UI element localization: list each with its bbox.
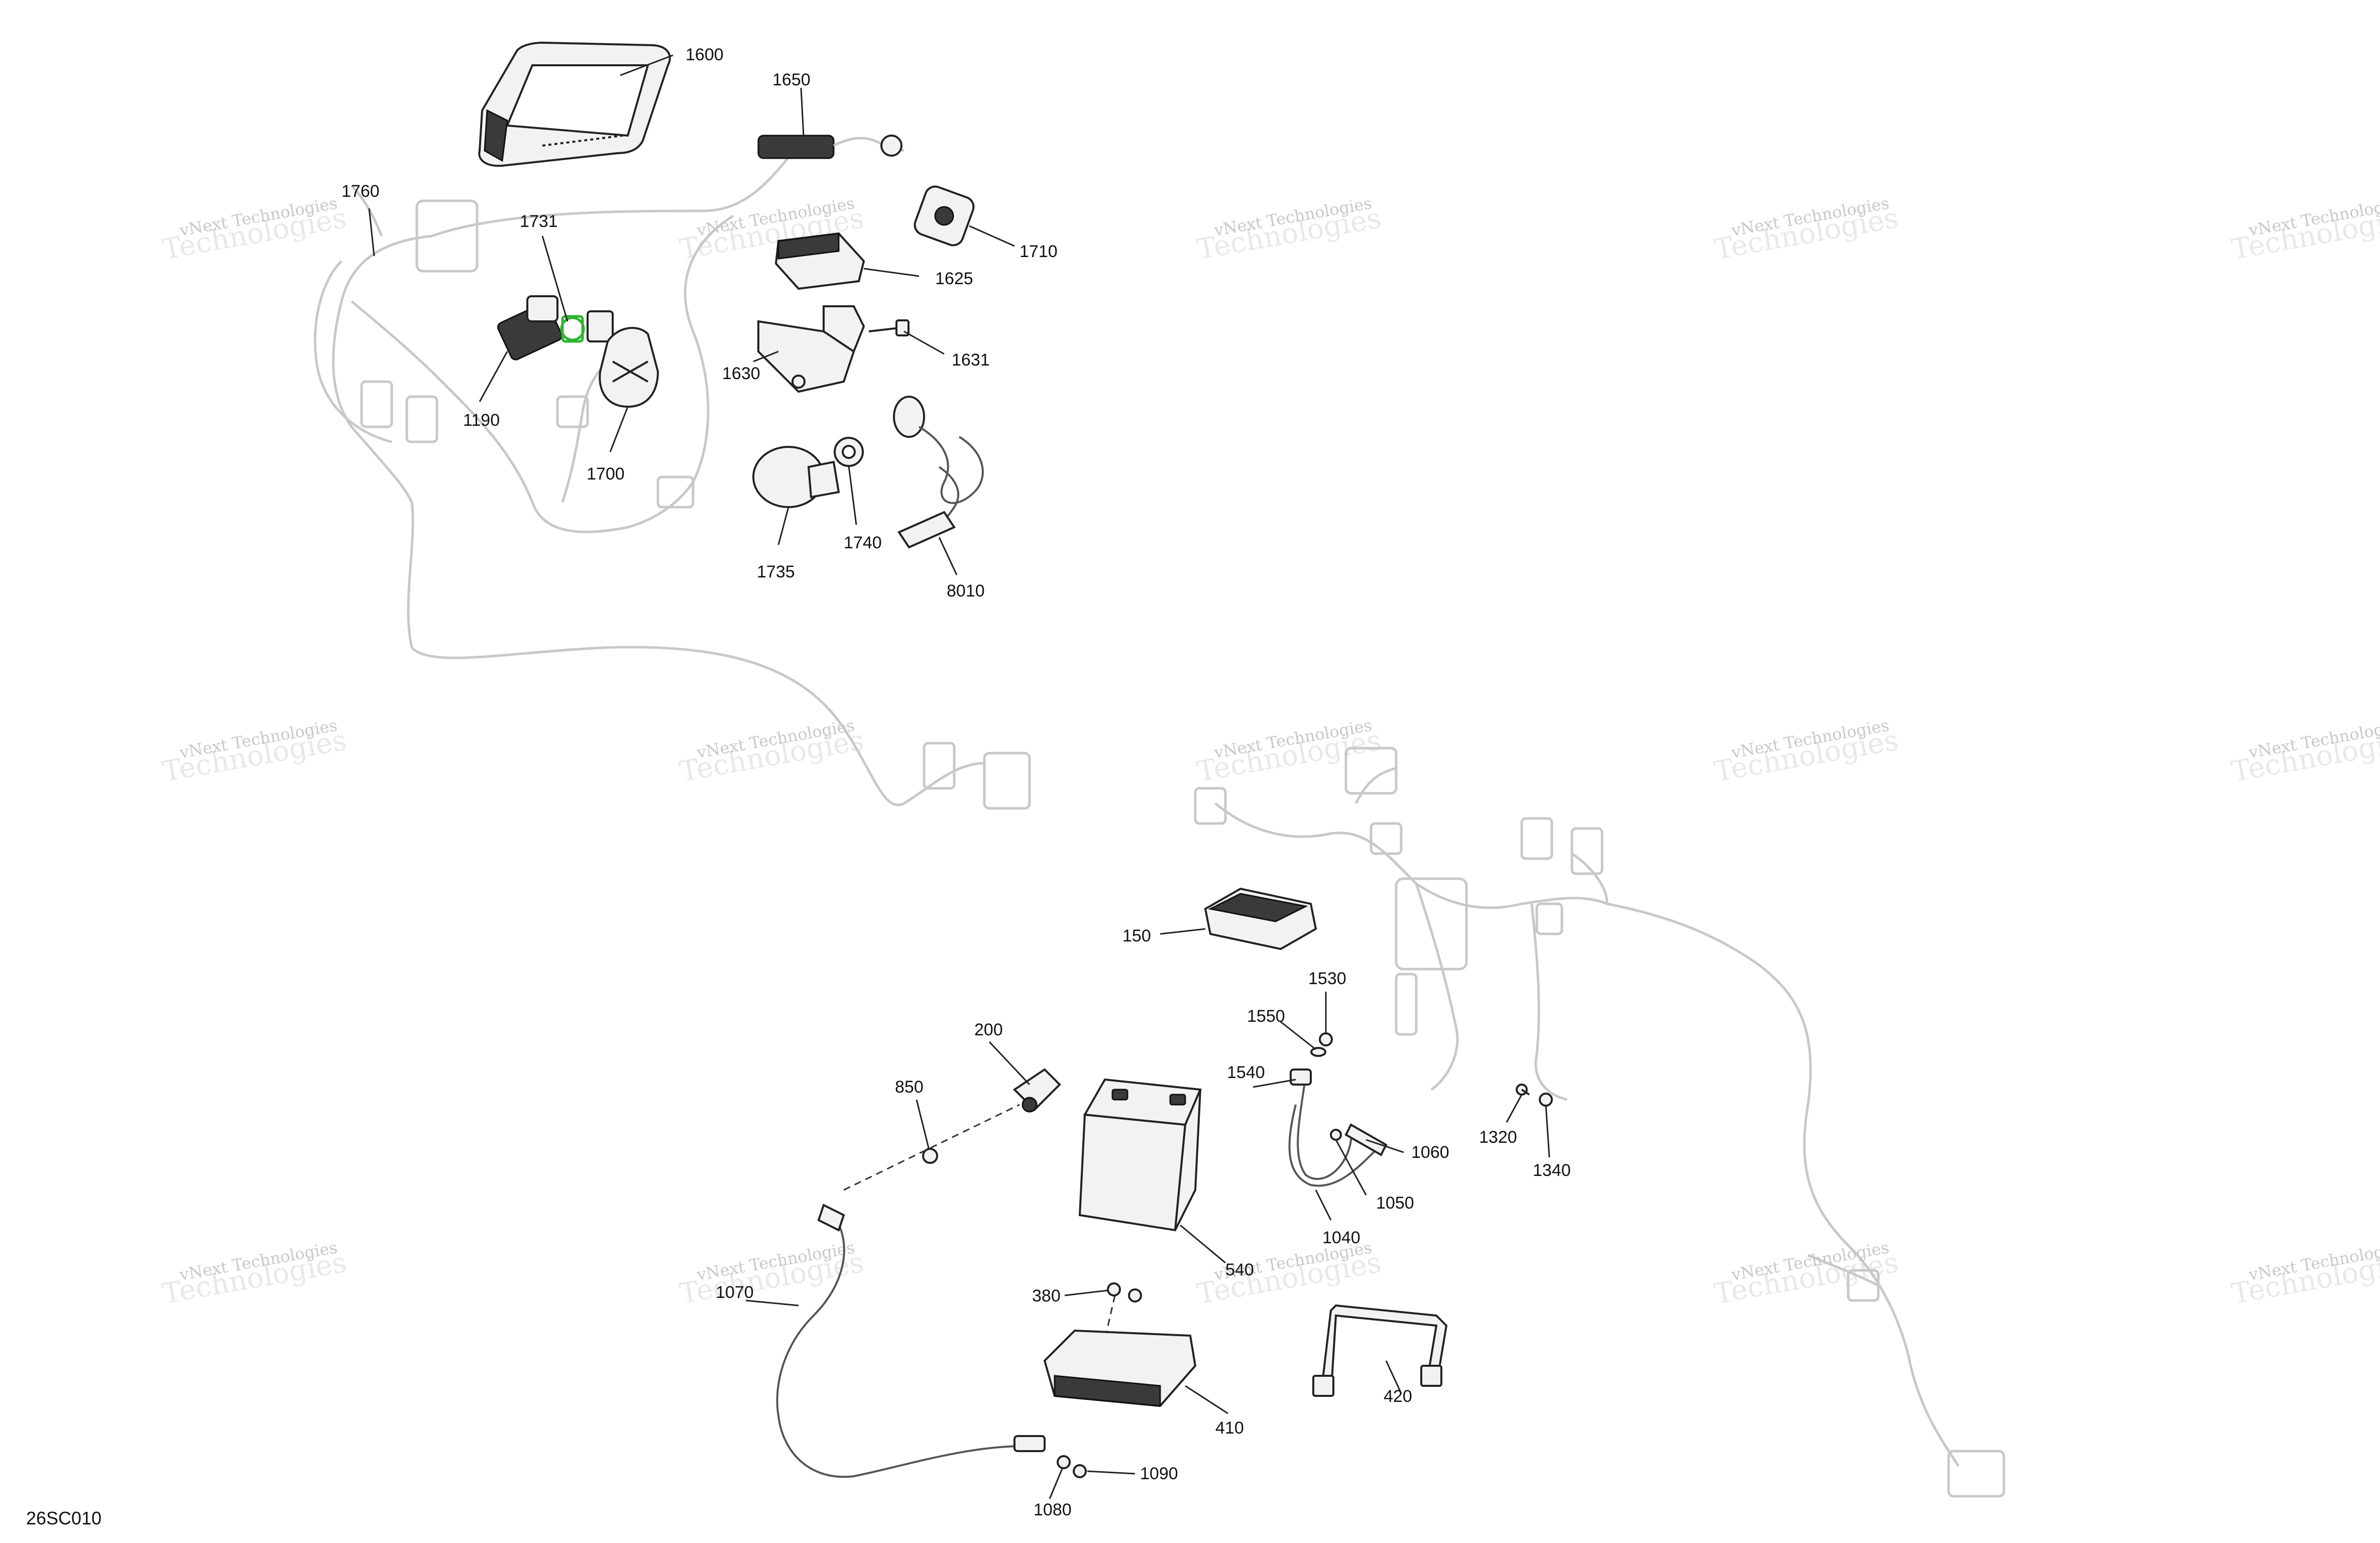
watermark: Technologies vNext Technologies xyxy=(677,1238,866,1311)
label-1735: 1735 xyxy=(757,562,795,581)
label-1080: 1080 xyxy=(1034,1500,1072,1519)
front-wiring-harness xyxy=(314,150,1031,810)
connector-1190 xyxy=(497,295,562,361)
screw-1631 xyxy=(868,319,910,336)
bolt-1530 xyxy=(1319,1032,1333,1046)
washer-1090 xyxy=(1073,1464,1087,1478)
label-1320: 1320 xyxy=(1479,1128,1517,1147)
part-labels: 1600 1650 1760 1731 1710 1625 1631 1630 … xyxy=(342,45,1571,1519)
watermark-layer: Technologies vNext Technologies Technolo… xyxy=(160,193,2380,1311)
label-1625: 1625 xyxy=(935,269,973,288)
nut-1080 xyxy=(1057,1455,1071,1469)
gauge-cluster xyxy=(478,41,671,167)
bolt-1320 xyxy=(1516,1084,1530,1096)
label-380: 380 xyxy=(1032,1286,1061,1305)
battery-tray-410 xyxy=(1043,1329,1197,1407)
connector-1650 xyxy=(757,135,904,159)
diagram-code: 26SC010 xyxy=(26,1508,101,1528)
watermark: Technologies vNext Technologies xyxy=(1712,716,1901,788)
watermark: Technologies vNext Technologies xyxy=(2229,193,2380,266)
leader-lines xyxy=(368,54,1550,1499)
regulator-150 xyxy=(1204,887,1317,951)
battery-540 xyxy=(1078,1078,1202,1232)
label-1530: 1530 xyxy=(1308,969,1346,988)
cable-1070 xyxy=(776,1204,1046,1478)
ignition-1735 xyxy=(752,446,840,508)
solenoid-200 xyxy=(1012,1068,1061,1113)
label-1631: 1631 xyxy=(952,350,990,370)
ground-strap-1540 xyxy=(1290,1069,1353,1180)
watermark: Technologies vNext Technologies xyxy=(2229,1238,2380,1311)
label-850: 850 xyxy=(895,1078,924,1097)
watermark: Technologies vNext Technologies xyxy=(160,1238,349,1311)
label-200: 200 xyxy=(974,1020,1003,1039)
watermark: Technologies vNext Technologies xyxy=(1195,1238,1384,1311)
switch-1710 xyxy=(914,185,975,247)
assembly-path-850-200 xyxy=(843,1104,1020,1191)
rear-wiring-harness xyxy=(1194,747,2005,1498)
label-1190: 1190 xyxy=(463,411,500,430)
nut-1740 xyxy=(834,437,864,467)
bracket-1630 xyxy=(757,305,865,393)
label-1700: 1700 xyxy=(587,464,625,484)
module-1625 xyxy=(774,232,865,290)
watermark: Technologies vNext Technologies xyxy=(1195,716,1384,788)
label-540: 540 xyxy=(1225,1260,1254,1279)
label-1340: 1340 xyxy=(1533,1161,1571,1180)
switch-1700 xyxy=(599,327,659,408)
label-1060: 1060 xyxy=(1411,1143,1449,1162)
watermark: Technologies vNext Technologies xyxy=(677,716,866,788)
label-1731: 1731 xyxy=(520,212,558,231)
label-1050: 1050 xyxy=(1376,1194,1414,1213)
washer-1550 xyxy=(1310,1047,1326,1057)
label-1090: 1090 xyxy=(1140,1464,1178,1483)
watermark: Technologies vNext Technologies xyxy=(160,193,349,266)
battery-strap-420 xyxy=(1312,1304,1448,1397)
label-1550: 1550 xyxy=(1247,1007,1285,1026)
clip-1731-highlighted xyxy=(560,315,585,343)
lanyard-8010 xyxy=(893,396,984,549)
watermark: Technologies vNext Technologies xyxy=(2229,716,2380,788)
label-420: 420 xyxy=(1384,1387,1412,1406)
label-1740: 1740 xyxy=(844,533,882,552)
watermark: Technologies vNext Technologies xyxy=(160,716,349,788)
label-8010: 8010 xyxy=(947,581,985,601)
nut-850 xyxy=(922,1148,938,1164)
label-410: 410 xyxy=(1215,1418,1244,1438)
label-1760: 1760 xyxy=(342,182,380,201)
label-1040: 1040 xyxy=(1322,1228,1361,1247)
label-1070: 1070 xyxy=(716,1283,754,1302)
watermark: Technologies vNext Technologies xyxy=(1195,193,1384,266)
label-1600: 1600 xyxy=(686,45,724,64)
connector-1731-mate xyxy=(587,310,614,342)
bolt-1050 xyxy=(1330,1129,1342,1141)
label-1650: 1650 xyxy=(772,70,811,89)
nut-1340 xyxy=(1539,1093,1553,1107)
label-150: 150 xyxy=(1122,926,1151,945)
label-1630: 1630 xyxy=(722,364,760,383)
label-1710: 1710 xyxy=(1019,242,1058,261)
screws-380 xyxy=(1107,1282,1142,1302)
watermark: Technologies vNext Technologies xyxy=(1712,193,1901,266)
label-1540: 1540 xyxy=(1227,1063,1265,1082)
